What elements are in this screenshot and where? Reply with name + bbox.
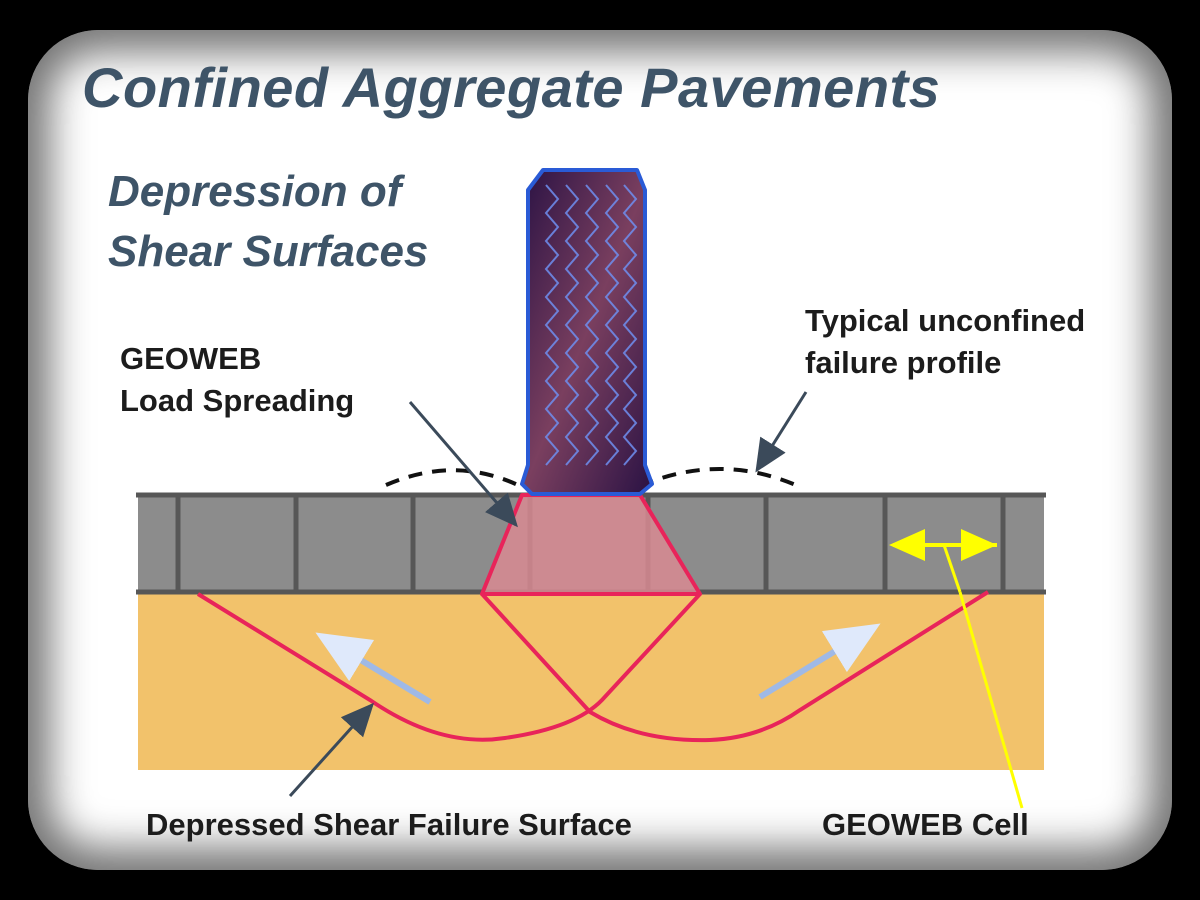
- unconfined-label-line-1: Typical unconfined: [805, 303, 1086, 338]
- pointer-arrow-icon-shear: [288, 702, 375, 798]
- depressed-shear-label: Depressed Shear Failure Surface: [146, 807, 632, 842]
- pointer-arrow-icon-unconfined: [755, 391, 808, 473]
- page-subtitle: Depression of Shear Surfaces: [108, 162, 428, 282]
- unconfined-profile-left: [385, 468, 521, 488]
- movement-arrow-icon-right: [758, 623, 881, 700]
- subgrade-layer: [138, 592, 1044, 770]
- failure-surface-left: [196, 592, 702, 742]
- cell-width-marker: [889, 529, 1024, 809]
- geoweb-cell-walls: [175, 495, 1006, 592]
- subtitle-line-2: Shear Surfaces: [108, 227, 429, 276]
- movement-arrow-icon-left: [315, 632, 432, 705]
- page-title: Confined Aggregate Pavements: [82, 56, 941, 119]
- subtitle-line-1: Depression of: [108, 167, 402, 216]
- unconfined-label-line-2: failure profile: [805, 345, 1002, 380]
- geoweb-load-label-line-2: Load Spreading: [120, 383, 355, 418]
- failure-surface-right: [480, 590, 990, 743]
- pointer-arrow-icon-load: [408, 401, 518, 528]
- geoweb-load-label-line-1: GEOWEB: [120, 341, 262, 376]
- unconfined-profile-right: [639, 467, 799, 488]
- tire-icon: [520, 168, 654, 496]
- geoweb-cell-label: GEOWEB Cell: [822, 807, 1029, 842]
- geoweb-load-spreading-label: GEOWEB Load Spreading: [120, 338, 354, 422]
- unconfined-failure-label: Typical unconfined failure profile: [805, 300, 1085, 384]
